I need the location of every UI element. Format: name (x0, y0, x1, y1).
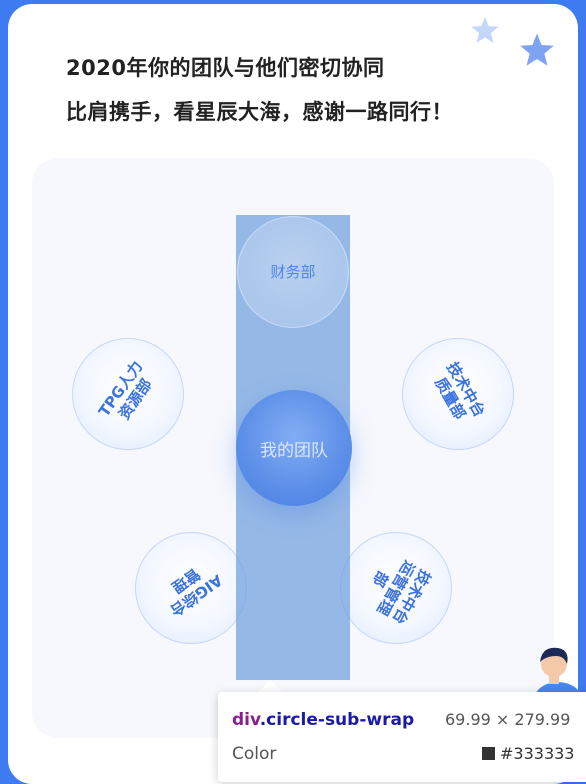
team-label: TPG人力资源部 (95, 357, 156, 423)
team-label: 技术中台运营管理部 (368, 557, 435, 628)
team-label: AIG综合管理 (166, 564, 226, 620)
team-label: 财务部 (270, 263, 316, 281)
team-circle-tech-center[interactable]: 技术中台运营管理部 (340, 532, 452, 644)
tooltip-class: .circle-sub-wrap (259, 710, 415, 730)
tooltip-size: 69.99 × 279.99 (445, 710, 571, 729)
team-circle-tech-platform[interactable]: 技术中台质量部 (402, 338, 514, 450)
headline-line-2: 比肩携手，看星辰大海，感谢一路同行！ (66, 100, 453, 124)
tooltip-color-label: Color (232, 744, 277, 764)
team-circle-finance[interactable]: 财务部 (237, 216, 349, 328)
tooltip-arrow (258, 680, 282, 692)
tooltip-selector: div.circle-sub-wrap (232, 710, 414, 730)
tooltip-tag: div (232, 710, 260, 730)
team-circle-aig[interactable]: AIG综合管理 (135, 532, 247, 644)
my-team-label: 我的团队 (260, 440, 328, 461)
star-icon (520, 33, 554, 66)
my-team-circle[interactable]: 我的团队 (236, 390, 352, 506)
avatar-icon (534, 647, 580, 700)
devtools-inspect-tooltip: div.circle-sub-wrap 69.99 × 279.99 Color… (218, 692, 586, 782)
star-icon (471, 16, 499, 43)
team-label: 技术中台质量部 (431, 359, 489, 423)
tooltip-color-value: #333333 (500, 744, 575, 763)
headline-line-1: 2020年你的团队与他们密切协同 (66, 56, 385, 80)
team-circle-tpg[interactable]: TPG人力资源部 (72, 338, 184, 450)
color-swatch (482, 747, 495, 760)
